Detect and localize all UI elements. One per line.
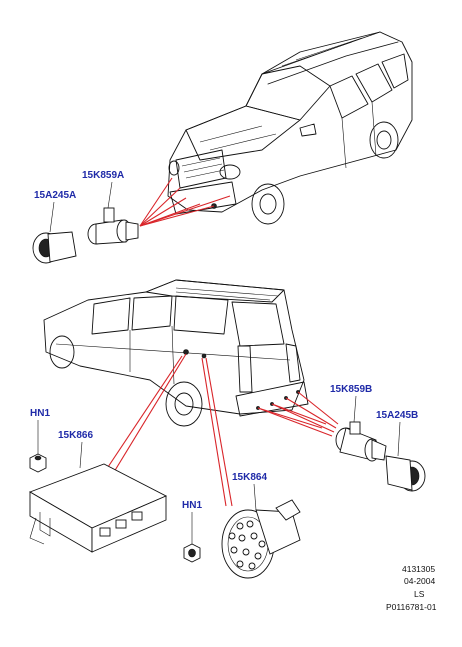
front-sensor-bezel — [32, 231, 77, 264]
sounder-leader — [253, 483, 257, 511]
reference-number: 4131305 — [402, 564, 435, 574]
front-parking-sensor — [87, 207, 139, 245]
rear-bezel-leader — [397, 421, 401, 457]
module-callout: 15K866 — [58, 430, 93, 441]
front-bezel-leader — [49, 201, 55, 233]
module-nut-callout: HN1 — [30, 408, 50, 419]
parking-aid-control-module — [28, 463, 168, 553]
front-sensor-callout: 15K859A — [82, 170, 124, 181]
sounder-nut-callout: HN1 — [182, 500, 202, 511]
rear-bezel-callout: 15A245B — [376, 410, 418, 421]
revision-date: 04-2004 — [404, 576, 435, 586]
rear-sensor-callout: 15K859B — [330, 384, 372, 395]
front-vehicle-illustration — [167, 31, 413, 225]
rear-sensor-bezel — [385, 455, 426, 492]
module-hex-nut — [29, 453, 47, 473]
rear-sensor-leader — [353, 395, 357, 423]
rear-vehicle-illustration — [43, 279, 309, 427]
author-initials: LS — [414, 589, 425, 599]
rear-sensor-wiring — [257, 391, 339, 437]
sounder-callout: 15K864 — [232, 472, 267, 483]
sounder-hex-nut — [183, 543, 201, 563]
rear-parking-sensor — [335, 421, 387, 462]
parking-aid-sounder — [221, 499, 301, 579]
front-bezel-callout: 15A245A — [34, 190, 76, 201]
part-reference: P0116781-01 — [386, 602, 437, 612]
module-leader — [79, 441, 83, 469]
module-sounder-wiring — [105, 353, 233, 507]
front-sensor-leader — [107, 181, 113, 209]
front-sensor-wiring — [139, 177, 231, 227]
